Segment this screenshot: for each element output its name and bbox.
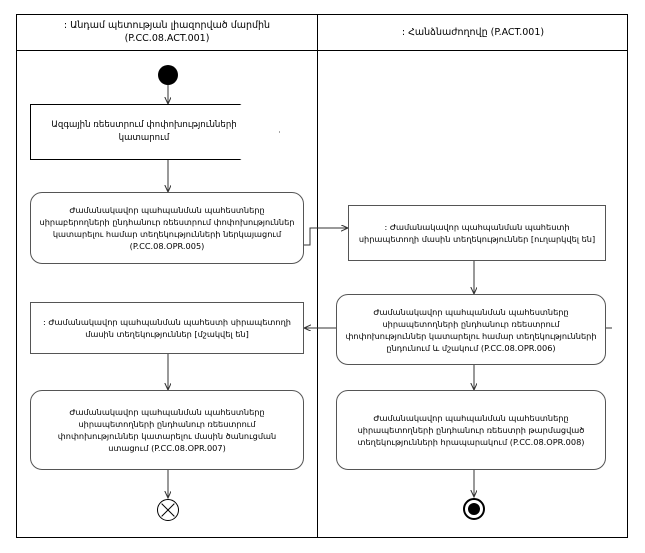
action-node-opr008[interactable]: Ժամանակավոր պահպանման պահեստները սիրապետ…	[336, 390, 606, 470]
object-node-processed[interactable]: : Ժամանակավոր պահպանման պահեստի սիրապետո…	[30, 302, 304, 354]
diagram-frame	[16, 14, 628, 538]
action-node-opr005[interactable]: Ժամանակավոր պահպանման պահեստները սիրաբեր…	[30, 192, 304, 264]
object-node-sent[interactable]: : Ժամանակավոր պահպանման պահեստի սիրապետո…	[348, 205, 606, 261]
send-signal-node[interactable]: Ազգային ռեեստրում փոփոխությունների կատար…	[30, 104, 280, 160]
lane-header-left: : Անդամ պետության լիազորված մարմին (P.CC…	[63, 20, 271, 44]
activity-final-node	[463, 498, 485, 520]
lane-vertical-divider	[317, 14, 318, 538]
lane-header-divider	[16, 50, 628, 51]
action-node-opr006[interactable]: Ժամանակավոր պահպանման պահեստները սիրապետ…	[336, 294, 606, 365]
flow-final-node	[157, 499, 179, 521]
lane-header-right: : Հանձնաժողովը (P.ACT.001)	[401, 26, 545, 38]
action-node-opr007[interactable]: Ժամանակավոր պահպանման պահեստները սիրապետ…	[30, 390, 304, 470]
initial-node	[158, 65, 178, 85]
